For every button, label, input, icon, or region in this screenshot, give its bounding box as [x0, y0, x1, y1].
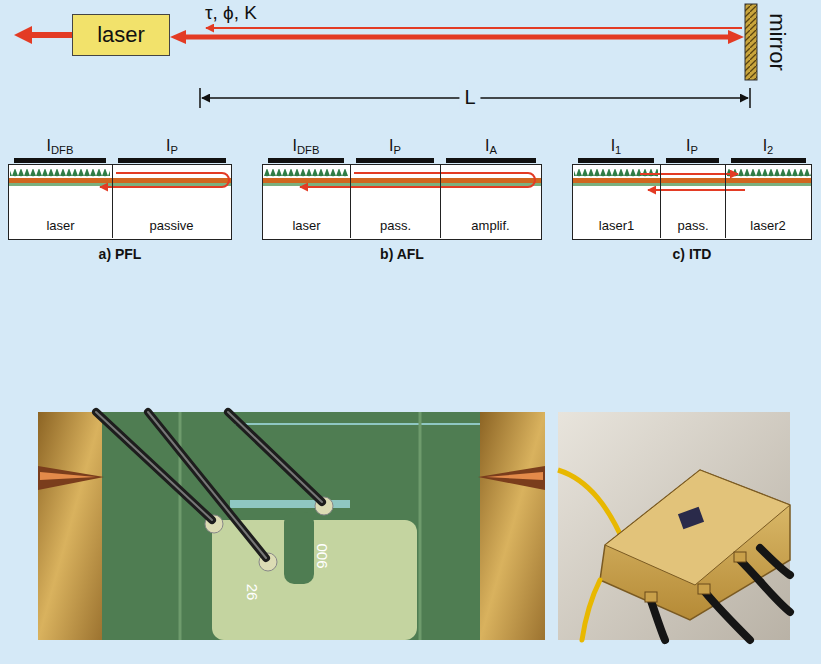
chip-layers: [262, 158, 542, 240]
node-label: laser1: [599, 219, 634, 234]
node-label: pass.: [677, 219, 708, 234]
passive-section: pass.: [350, 165, 440, 238]
chip-marking: 26: [243, 584, 260, 601]
passive-section: pass.: [660, 165, 725, 238]
chip-layers: [572, 158, 812, 240]
figure-caption: b) AFL: [380, 246, 424, 262]
node-label: amplif.: [471, 219, 509, 234]
laser-section: laser: [263, 165, 350, 238]
chip-schematic: a) PFLlaserpassive: [8, 164, 232, 240]
current-label: IDFB: [47, 137, 74, 157]
laser-section: laser1: [573, 165, 660, 238]
current-label: IDFB: [293, 137, 320, 157]
laser-section: laser2: [725, 165, 810, 238]
current-label: IP: [389, 137, 401, 157]
node-label: mirror: [764, 13, 789, 70]
current-label: IP: [166, 137, 178, 157]
module-photo: [558, 412, 790, 640]
laser-box: laser: [72, 14, 170, 56]
node-label: passive: [149, 219, 193, 234]
current-label: I1: [611, 137, 622, 157]
mirror-surface: [745, 4, 757, 80]
chip-marking: 006: [313, 543, 330, 568]
return-beam: [206, 28, 742, 29]
edge-label: τ, ϕ, K: [205, 2, 257, 24]
figure-caption: a) PFL: [99, 246, 142, 262]
output-beam: [14, 26, 72, 44]
node-label: pass.: [380, 219, 411, 234]
chip-layers: [8, 158, 232, 240]
current-label: I2: [763, 137, 774, 157]
chip-schematic: c) ITDlaser1pass.laser2: [572, 164, 812, 240]
dimension-label: L: [459, 86, 480, 109]
chip-schematic: b) AFLlaserpass.amplif.: [262, 164, 542, 240]
amplifier-section: amplif.: [440, 165, 540, 238]
chip-photo: [38, 412, 545, 640]
node-label: laser: [292, 219, 320, 234]
current-label: IP: [686, 137, 698, 157]
beam-connector: [180, 35, 734, 40]
node-label: laser: [97, 22, 145, 47]
current-label: IA: [485, 137, 497, 157]
node-label: laser2: [750, 219, 785, 234]
passive-section: passive: [112, 165, 230, 238]
figure-caption: c) ITD: [673, 246, 712, 262]
mirror: mirror: [744, 4, 792, 80]
laser-section: laser: [9, 165, 112, 238]
node-label: laser: [46, 219, 74, 234]
